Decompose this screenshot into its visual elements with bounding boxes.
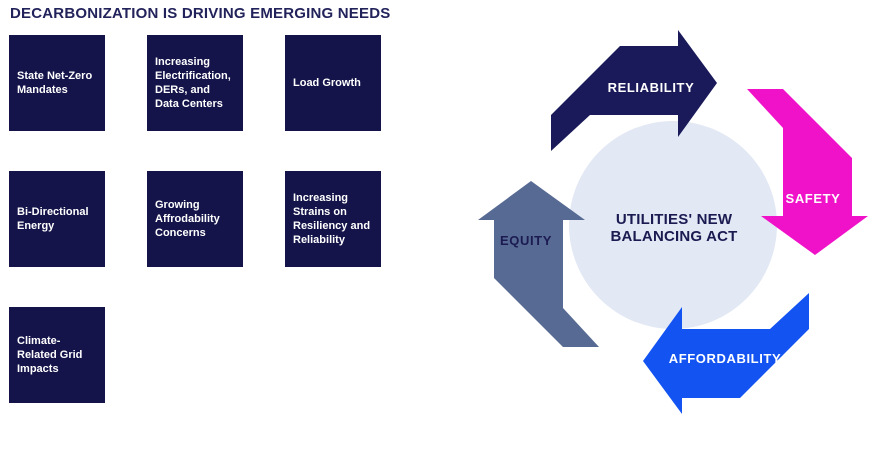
reliability-arrow-shape [551, 30, 717, 151]
affordability-arrow [643, 293, 809, 414]
need-box-label: Increasing Strains on Resiliency and Rel… [293, 192, 371, 246]
page-title: DECARBONIZATION IS DRIVING EMERGING NEED… [10, 5, 391, 22]
balancing-cycle-diagram: RELIABILITY SAFETY AFFORDABILITY EQUITY … [478, 30, 868, 414]
equity-label: EQUITY [500, 233, 552, 248]
center-caption-line2: BALANCING ACT [610, 228, 737, 245]
equity-arrow-shape [478, 181, 599, 347]
safety-label: SAFETY [786, 191, 841, 206]
affordability-arrow-shape [643, 293, 809, 414]
need-box-label: Growing Affrodability Concerns [155, 199, 220, 239]
reliability-label: RELIABILITY [608, 80, 695, 95]
need-box-label: State Net-Zero Mandates [17, 70, 93, 96]
center-circle [569, 121, 777, 329]
center-caption-line1: UTILITIES' NEW [616, 211, 733, 228]
safety-arrow-shape [747, 89, 868, 255]
reliability-arrow [551, 30, 717, 151]
need-box-load-growth: Load Growth [285, 35, 381, 131]
need-box-label: Load Growth [293, 77, 361, 89]
need-box-label: Climate- Related Grid Impacts [17, 335, 83, 375]
need-box-state-net-zero: State Net-Zero Mandates [9, 35, 105, 131]
needs-grid: State Net-Zero Mandates Increasing Elect… [9, 35, 381, 403]
need-box-bidirectional-energy: Bi-Directional Energy [9, 171, 105, 267]
need-box-climate-grid-impacts: Climate- Related Grid Impacts [9, 307, 105, 403]
need-box-electrification: Increasing Electrification, DERs, and Da… [147, 35, 243, 131]
need-box-affordability-concerns: Growing Affrodability Concerns [147, 171, 243, 267]
need-box-resiliency-strains: Increasing Strains on Resiliency and Rel… [285, 171, 381, 267]
affordability-label: AFFORDABILITY [669, 351, 782, 366]
need-box-label: Increasing Electrification, DERs, and Da… [155, 56, 231, 110]
safety-arrow [747, 89, 868, 255]
need-box-label: Bi-Directional Energy [17, 206, 89, 232]
equity-arrow [478, 181, 599, 347]
